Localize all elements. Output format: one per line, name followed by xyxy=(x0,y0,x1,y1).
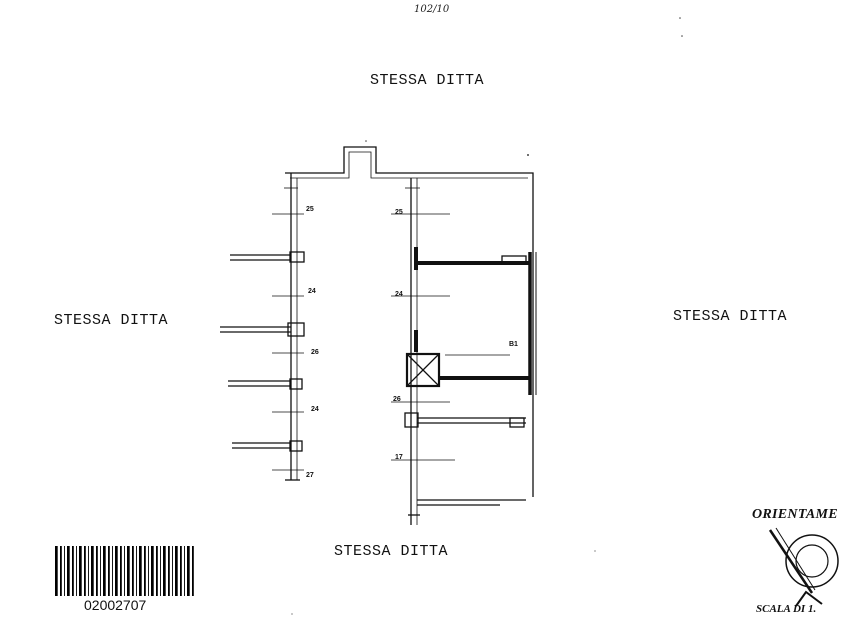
barcode-bar xyxy=(175,546,178,596)
barcode-bar xyxy=(139,546,142,596)
barcode-bar xyxy=(115,546,118,596)
left-balconies xyxy=(220,251,305,452)
row-number-right: 24 xyxy=(395,291,403,298)
barcode-bar xyxy=(88,546,89,596)
barcode-icon xyxy=(55,546,194,596)
barcode-bar xyxy=(84,546,86,596)
barcode-number: 02002707 xyxy=(84,597,147,613)
barcode-bar xyxy=(180,546,182,596)
scale-label: SCALA DI 1. xyxy=(756,603,817,615)
shaft-box xyxy=(405,352,441,388)
barcode-bar xyxy=(132,546,134,596)
dimension-ticks xyxy=(272,187,455,471)
barcode-bar xyxy=(112,546,113,596)
barcode-bar xyxy=(156,546,158,596)
scan-marks xyxy=(291,17,683,615)
barcode-bar xyxy=(100,546,101,596)
barcode-bar xyxy=(55,546,58,596)
barcode-bar xyxy=(168,546,170,596)
barcode-bar xyxy=(127,546,130,596)
north-compass-icon xyxy=(768,527,839,607)
barcode-bar xyxy=(144,546,146,596)
row-number-right: 26 xyxy=(393,396,401,403)
barcode-bar xyxy=(108,546,110,596)
room-label: B1 xyxy=(509,341,518,348)
neighbor-label-right: STESSA DITTA xyxy=(673,308,788,325)
barcode-bar xyxy=(96,546,98,596)
neighbor-label-left: STESSA DITTA xyxy=(54,312,169,329)
barcode-bar xyxy=(76,546,77,596)
row-number: 26 xyxy=(311,349,319,356)
neighbor-label-bottom: STESSA DITTA xyxy=(334,543,449,560)
row-number: 25 xyxy=(306,206,314,213)
reference-code: 102/10 xyxy=(414,4,450,15)
barcode-bar xyxy=(172,546,173,596)
barcode-bar xyxy=(120,546,122,596)
barcode-bar xyxy=(91,546,94,596)
barcode-bar xyxy=(136,546,137,596)
barcode-bar xyxy=(160,546,161,596)
row-number: 27 xyxy=(306,472,314,479)
barcode-bar xyxy=(151,546,154,596)
barcode-bar xyxy=(148,546,149,596)
neighbor-label-top: STESSA DITTA xyxy=(370,72,485,89)
row-number-right: 17 xyxy=(395,454,403,461)
barcode-bar xyxy=(79,546,82,596)
barcode-bar xyxy=(60,546,62,596)
row-number: 24 xyxy=(308,288,316,295)
plan-outer-wall xyxy=(285,146,534,497)
barcode-bar xyxy=(192,546,194,596)
row-number-right: 25 xyxy=(395,209,403,216)
row-number: 24 xyxy=(311,406,319,413)
barcode-bar xyxy=(187,546,190,596)
barcode-bar xyxy=(64,546,65,596)
barcode-bar xyxy=(124,546,125,596)
interior-rooms xyxy=(404,247,537,506)
barcode-bar xyxy=(67,546,70,596)
orientation-label: ORIENTAME xyxy=(752,507,838,522)
barcode-bar xyxy=(163,546,166,596)
barcode-bar xyxy=(103,546,106,596)
barcode-bar xyxy=(184,546,185,596)
barcode-bar xyxy=(72,546,74,596)
